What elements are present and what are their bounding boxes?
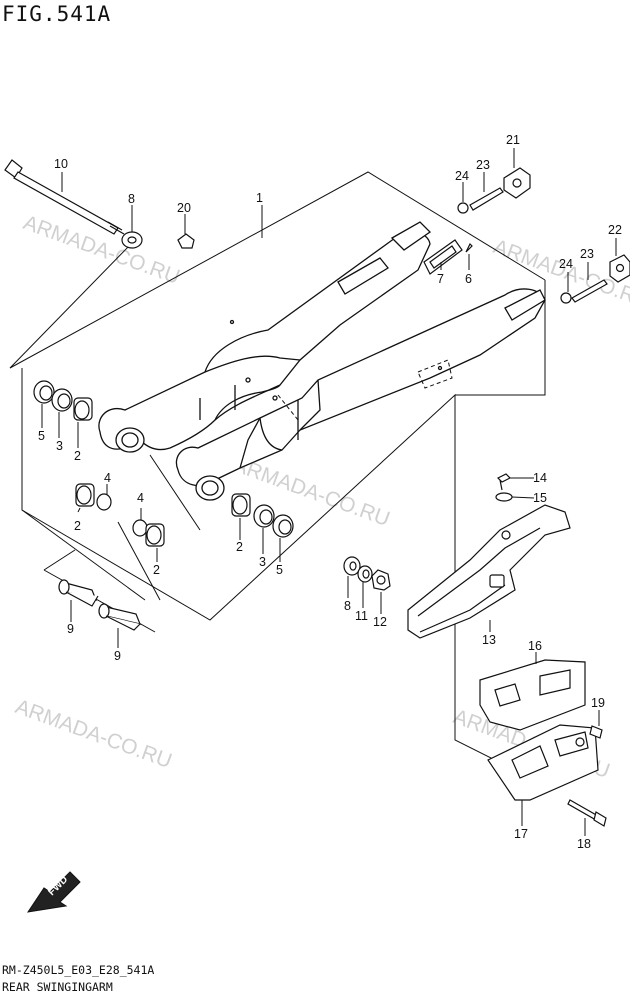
callout-2-a: 2: [74, 449, 81, 463]
callout-13: 13: [482, 633, 496, 647]
callout-1: 1: [256, 191, 263, 205]
callout-3-a: 3: [56, 439, 63, 453]
figure-code: RM-Z450L5_E03_E28_541A: [2, 963, 155, 977]
callout-10: 10: [54, 157, 68, 171]
washer-8-top: [121, 231, 143, 249]
pivot-bolt: [4, 159, 125, 235]
callout-17: 17: [514, 827, 528, 841]
callout-18: 18: [577, 837, 591, 851]
bolts-18-19: [567, 725, 607, 827]
callout-5-b: 5: [276, 563, 283, 577]
adjuster-bolts-23: [457, 187, 608, 304]
callout-9-a: 9: [67, 622, 74, 636]
callout-22: 22: [608, 223, 622, 237]
callout-24-a: 24: [455, 169, 469, 183]
callout-11: 11: [355, 609, 368, 623]
callout-labels: 1 2 2 2 2 3 3 4 4 5 5 6 7 8 8 9 9 10 11 …: [38, 133, 622, 851]
chain-guide-13: [407, 473, 571, 639]
adjuster-plate-7: [423, 239, 473, 275]
adjuster-block-22: [609, 254, 630, 283]
callout-4-a: 4: [104, 471, 111, 485]
callout-14: 14: [533, 471, 547, 485]
callout-5-a: 5: [38, 429, 45, 443]
callout-16: 16: [528, 639, 542, 653]
nut-20: [177, 233, 195, 249]
callout-2-d: 2: [236, 540, 243, 554]
callout-21: 21: [506, 133, 520, 147]
callout-7: 7: [437, 272, 444, 286]
callout-12: 12: [373, 615, 387, 629]
callout-2-b: 2: [74, 519, 81, 533]
chain-slider-16: [479, 659, 586, 731]
collars-9: [58, 579, 141, 631]
callout-8-b: 8: [344, 599, 351, 613]
callout-24-b: 24: [559, 257, 573, 271]
callout-8-a: 8: [128, 192, 135, 206]
callout-3-b: 3: [259, 555, 266, 569]
right-bearings: [231, 493, 294, 538]
callout-23-a: 23: [476, 158, 490, 172]
hidden-lines: [277, 359, 453, 421]
exploded-diagram: ARMADA-CO.RU ARMADA-CO.RU ARMADA-CO.RU A…: [4, 133, 630, 913]
center-bearings: [132, 519, 165, 547]
left-bearings: [33, 380, 112, 511]
callout-9-b: 9: [114, 649, 121, 663]
adjuster-block-21: [503, 167, 531, 199]
figure-name: REAR SWINGINGARM: [2, 980, 113, 994]
callout-19: 19: [591, 696, 605, 710]
callout-6: 6: [465, 272, 472, 286]
callout-15: 15: [533, 491, 547, 505]
callout-2-c: 2: [153, 563, 160, 577]
watermark-4: ARMADA-CO.RU: [12, 695, 174, 773]
figure-title: FIG.541A: [2, 2, 112, 26]
washers-8-11-12: [343, 556, 391, 591]
callout-4-b: 4: [137, 491, 144, 505]
chain-slider-17: [487, 724, 599, 801]
fwd-arrow-icon: FWD: [26, 871, 81, 913]
callout-23-b: 23: [580, 247, 594, 261]
swingarm: [98, 221, 546, 501]
leader-lines: [41, 148, 617, 836]
callout-20: 20: [177, 201, 191, 215]
